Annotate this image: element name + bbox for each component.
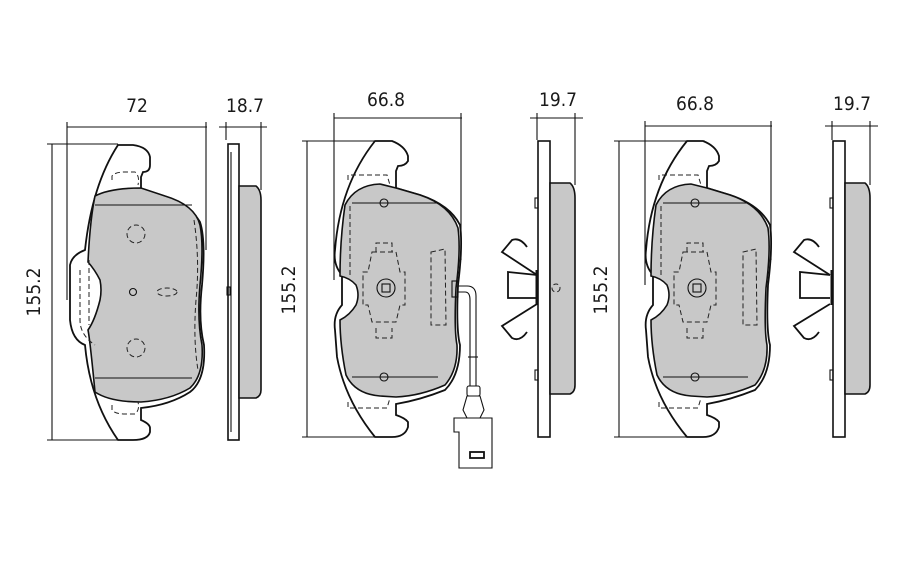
pad-2-front-view: 66.8 155.2 xyxy=(278,89,538,469)
pad-1-front-view: 72 155.2 xyxy=(23,95,207,441)
pad-1-height-label: 155.2 xyxy=(23,268,45,317)
pad-2-height-label: 155.2 xyxy=(278,266,300,315)
pad-2-side-view: 19.7 xyxy=(530,89,583,438)
pad-1-side-view: 18.7 xyxy=(219,95,267,441)
pad-3-thickness-label: 19.7 xyxy=(833,93,871,115)
pad-2-width-label: 66.8 xyxy=(367,89,405,111)
pad-3-width-label: 66.8 xyxy=(676,93,714,115)
pad-3-side-view: 19.7 xyxy=(825,93,878,438)
pad-1-thickness-label: 18.7 xyxy=(226,95,264,117)
pad-3-height-label: 155.2 xyxy=(590,266,612,315)
pad-2-thickness-label: 19.7 xyxy=(539,89,577,111)
pad-1-width-label: 72 xyxy=(126,95,148,117)
pad-3-front-view: 66.8 155.2 xyxy=(590,93,831,438)
